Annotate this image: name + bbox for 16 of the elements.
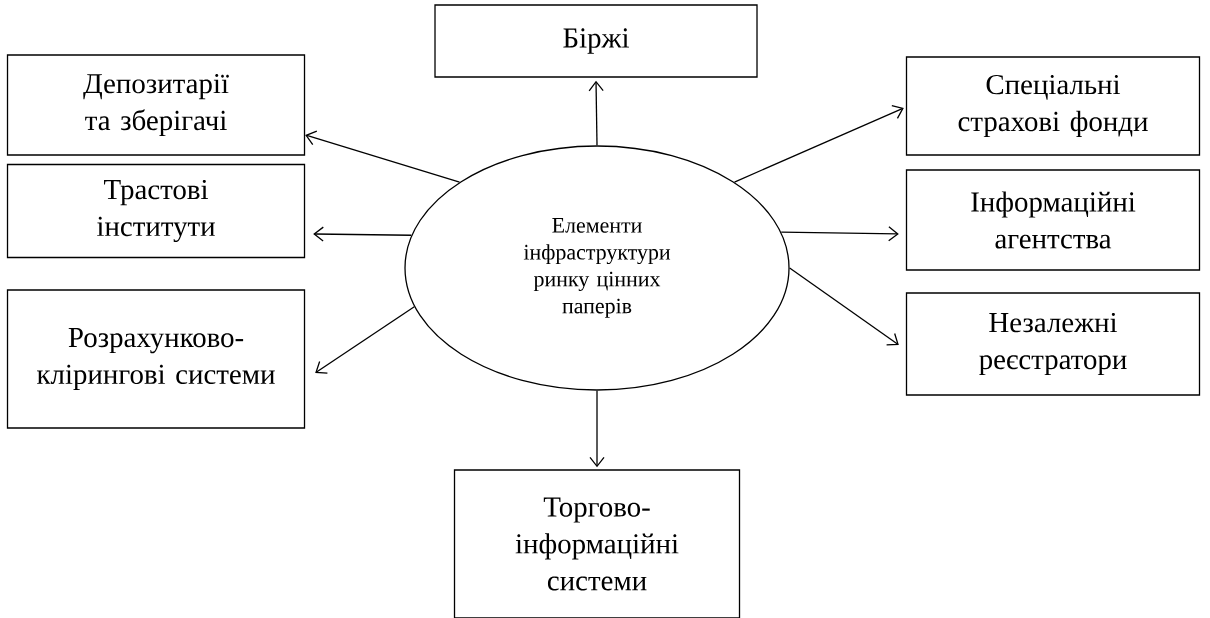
arrow	[315, 306, 415, 374]
arrow	[313, 226, 412, 242]
arrow	[780, 226, 899, 242]
box: Трастові інститути	[6, 163, 306, 259]
box: Незалежні реєстратори	[905, 292, 1201, 396]
arrow	[305, 130, 461, 183]
box: Інформаційні агентства	[905, 169, 1201, 271]
box: Біржі	[434, 4, 758, 78]
box: Депозитарії та зберігачі	[6, 54, 306, 156]
box: Торгово-інформаційні системи	[453, 469, 741, 618]
box: Спеціальні страхові фонди	[905, 56, 1201, 156]
arrow	[789, 267, 899, 346]
box: Розрахунково-клірингові системи	[6, 289, 306, 429]
arrow	[733, 104, 904, 183]
arrow	[588, 80, 604, 146]
arrow	[589, 390, 605, 468]
